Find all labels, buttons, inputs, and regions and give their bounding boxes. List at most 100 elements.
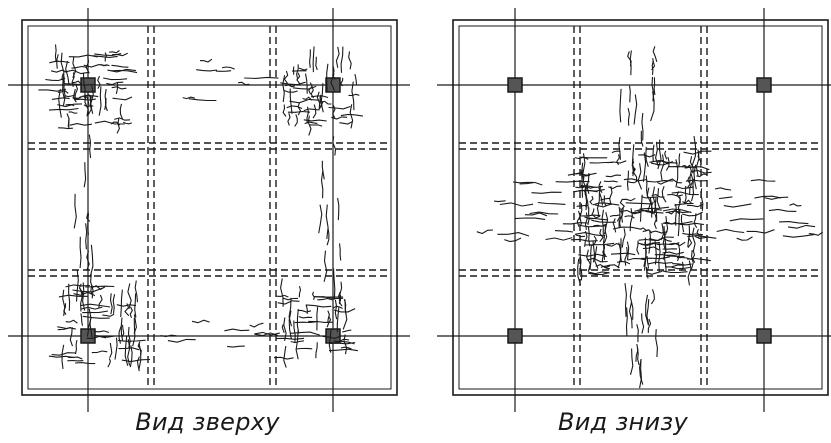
crack-line	[111, 69, 138, 74]
crack-line	[296, 64, 299, 80]
crack-line	[72, 88, 77, 103]
crack-line	[664, 216, 669, 236]
crack-line	[763, 196, 789, 200]
crack-line	[337, 197, 340, 221]
crack-line	[57, 326, 72, 330]
crack-line	[638, 154, 656, 158]
crack-line	[280, 81, 306, 86]
crack-line	[48, 107, 79, 111]
crack-line	[57, 103, 83, 108]
crack-line	[596, 192, 600, 217]
crack-line	[598, 185, 604, 206]
crack-line	[653, 77, 656, 96]
crack-line	[340, 46, 344, 73]
column	[756, 77, 772, 93]
crack-line	[86, 308, 92, 337]
crack-line	[343, 334, 348, 355]
crack-line	[320, 171, 324, 199]
crack-line	[330, 66, 336, 91]
crack-line	[289, 98, 319, 104]
column	[325, 77, 341, 93]
crack-line	[700, 188, 704, 211]
crack-line	[643, 237, 647, 267]
crack-line	[612, 218, 617, 233]
crack-line	[309, 49, 311, 68]
crack-line	[315, 56, 318, 71]
crack-line	[677, 242, 681, 262]
crack-line	[349, 104, 354, 129]
crack-line	[729, 218, 764, 222]
crack-line	[86, 250, 90, 271]
crack-line	[640, 242, 661, 246]
crack-line	[119, 103, 124, 120]
crack-line	[104, 88, 107, 111]
crack-line	[304, 121, 318, 125]
slab-inner-border	[458, 25, 823, 390]
crack-line	[629, 284, 634, 320]
crack-line	[348, 51, 352, 70]
slab-outer-border	[21, 19, 398, 396]
crack-line	[67, 117, 70, 127]
crack-line	[646, 256, 649, 274]
crack-line	[627, 107, 630, 126]
crack-line	[111, 64, 129, 68]
crack-line	[331, 116, 348, 120]
crack-line	[687, 176, 691, 189]
crack-line	[215, 70, 232, 72]
column	[756, 328, 772, 344]
crack-line	[602, 234, 606, 260]
crack-line	[326, 228, 330, 246]
crack-line	[678, 222, 705, 226]
crack-line	[167, 338, 196, 343]
crack-line	[323, 250, 328, 282]
crack-line	[684, 166, 710, 171]
crack-line	[288, 310, 292, 340]
crack-line	[661, 186, 667, 203]
crack-line	[285, 84, 295, 88]
crack-line	[648, 230, 651, 254]
crack-line	[82, 72, 86, 99]
crack-line	[182, 96, 196, 100]
crack-line	[68, 111, 78, 114]
crack-line	[618, 208, 623, 228]
crack-line	[354, 73, 358, 85]
crack-line	[116, 118, 120, 134]
crack-line	[605, 174, 622, 178]
crack-line	[49, 60, 70, 64]
crack-line	[664, 221, 676, 225]
crack-line	[674, 202, 694, 206]
crack-line	[652, 46, 658, 62]
crack-line	[736, 236, 753, 241]
crack-line	[112, 96, 133, 101]
crack-line	[782, 234, 815, 238]
crack-line	[294, 114, 298, 127]
crack-line	[80, 303, 111, 308]
crack-line	[287, 113, 291, 126]
crack-line	[513, 181, 534, 184]
crack-line	[660, 223, 664, 241]
crack-line	[683, 185, 687, 205]
crack-line	[562, 222, 588, 225]
crack-line	[89, 244, 94, 278]
crack-line	[627, 257, 646, 261]
crack-line	[581, 214, 601, 217]
crack-line	[280, 278, 284, 307]
crack-line	[290, 331, 320, 336]
dashed-grid	[459, 26, 822, 389]
crack-line	[662, 251, 684, 255]
crack-line	[333, 338, 350, 343]
crack-line	[664, 150, 668, 160]
crack-line	[628, 302, 633, 329]
crack-line	[327, 310, 330, 324]
crack-line	[676, 191, 682, 204]
crack-line	[589, 195, 594, 206]
crack-line	[114, 337, 118, 360]
crack-line	[663, 225, 667, 252]
crack-line	[626, 170, 630, 191]
crack-line	[645, 294, 650, 326]
crack-line	[305, 304, 332, 308]
crack-line	[678, 153, 681, 168]
crack-line	[579, 249, 582, 268]
crack-line	[662, 221, 693, 225]
crack-line	[318, 204, 323, 234]
